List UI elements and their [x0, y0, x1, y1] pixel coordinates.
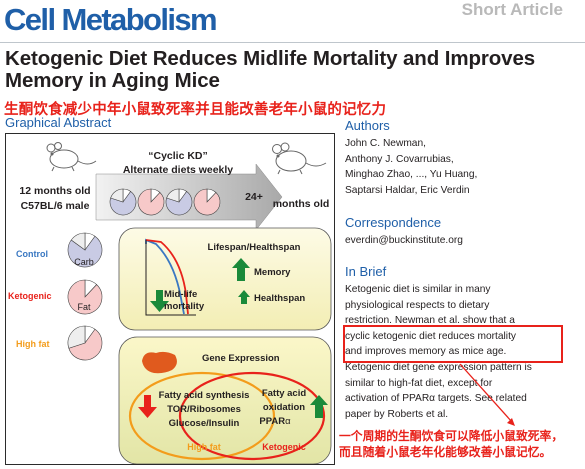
fatty-acid-oxidation-label-2: oxidation [263, 402, 305, 413]
memory-label: Memory [254, 267, 291, 278]
ketogenic-ellipse-label: Ketogenic [262, 442, 306, 452]
author-line: John C. Newman, [345, 138, 426, 149]
high-fat-overlap-ellipse [128, 371, 276, 461]
survival-curves [145, 238, 196, 316]
diet-pie-ketogenic [67, 279, 103, 315]
strain-label: C57BL/6 male [21, 200, 90, 212]
pie-slice [67, 279, 103, 315]
glucose-insulin-label: Glucose/Insulin [169, 418, 240, 429]
diet-pie-control [67, 232, 103, 268]
ppar-alpha-label: PPARα [259, 416, 291, 427]
header-divider [0, 42, 585, 43]
old-mouse-icon [272, 142, 327, 175]
pie-slice [165, 191, 193, 216]
in-brief-line: and improves memory as mice age. [345, 346, 507, 358]
cyclic-kd-label: “Cyclic KD” [148, 150, 208, 162]
in-brief-line: paper by Roberts et al. [345, 408, 449, 420]
cyclic-diet-pies [109, 188, 221, 216]
in-brief-line: Ketogenic diet gene expression pattern i… [345, 362, 532, 373]
pie-slice [166, 188, 180, 203]
cyclic-diet-pie [193, 188, 221, 216]
diet-label-control: Control [16, 249, 48, 259]
graphical-abstract-svg: “Cyclic KD” Alternate diets weekly 12 mo… [8, 142, 332, 464]
highlight-box [343, 325, 563, 363]
in-brief-heading: In Brief [345, 264, 387, 279]
author-line: Minghao Zhao, ..., Yu Huang, [345, 169, 478, 180]
chinese-note-annotation: 一个周期的生酮饮食可以降低小鼠致死率， 而且随着小鼠老年化能够改善小鼠记忆。 [339, 428, 563, 460]
diet-label-high-fat: High fat [16, 339, 50, 349]
chinese-note-line-2: 而且随着小鼠老年化能够改善小鼠记忆。 [339, 445, 552, 459]
author-line: Saptarsi Haldar, Eric Verdin [345, 184, 470, 196]
mortality-down-arrow-icon [150, 290, 169, 312]
memory-up-arrow-icon [232, 258, 250, 281]
in-brief-line: cyclic ketogenic diet reduces mortality [345, 330, 516, 342]
diet-pie-high-fat [67, 325, 103, 361]
pie-slice [70, 232, 86, 251]
liver-icon [142, 351, 177, 374]
ketogenic-overlap-ellipse [178, 371, 326, 461]
pie-slice [137, 188, 165, 216]
chinese-note-line-1: 一个周期的生酮饮食可以降低小鼠致死率， [339, 429, 564, 443]
in-brief-line: activation of PPARα targets. See related [345, 393, 527, 405]
article-type-label: Short Article [461, 0, 563, 19]
pie-slice [67, 325, 86, 349]
high-fat-ellipse-label: High fat [187, 442, 221, 452]
graphical-abstract-label: Graphical Abstract [5, 115, 112, 130]
pie-slice [193, 188, 221, 216]
article-title: Ketogenic Diet Reduces Midlife Mortality… [5, 47, 536, 92]
mortality-label: mortality [164, 301, 205, 312]
gene-up-arrow-icon [310, 395, 328, 418]
pie-label-fat: Fat [77, 302, 91, 312]
cyclic-diet-pie [109, 188, 137, 216]
healthspan-label: Healthspan [254, 293, 305, 304]
chinese-title-annotation: 生酮饮食减少中年小鼠致死率并且能改善老年小鼠的记忆力 [4, 102, 387, 118]
end-age-number: 24+ [245, 191, 263, 203]
in-brief-line: restriction. Newman et al. show that a [345, 315, 515, 327]
end-age-text: months old [273, 198, 330, 210]
cyclic-diet-pie [165, 188, 193, 216]
lifespan-title: Lifespan/Healthspan [208, 242, 301, 253]
mid-life-label: Mid-life [164, 289, 197, 300]
start-age-label: 12 months old [19, 185, 90, 197]
in-brief-line: physiological respects to dietary [345, 299, 490, 311]
author-line: Anthony J. Covarrubias, [345, 153, 454, 165]
annotation-arrowhead-icon [507, 418, 515, 426]
tor-ribosomes-label: TOR/Ribosomes [167, 404, 241, 415]
fatty-acid-synthesis-label: Fatty acid synthesis [159, 390, 250, 401]
gene-down-arrow-icon [138, 395, 157, 418]
in-brief-line: similar to high-fat diet, except for [345, 377, 493, 389]
young-mouse-icon [46, 142, 97, 172]
pie-slice [68, 328, 103, 361]
correspondence-heading: Correspondence [345, 215, 442, 230]
diet-composition-pies [67, 232, 103, 361]
pie-slice [109, 191, 137, 216]
graphical-abstract-figure: “Cyclic KD” Alternate diets weekly 12 mo… [5, 133, 335, 465]
ppar-alpha-symbol: α [285, 416, 291, 427]
in-brief-line: Ketogenic diet is similar in many [345, 284, 491, 295]
ppar-text: PPAR [259, 416, 285, 427]
annotation-arrow-icon [459, 363, 513, 423]
pie-label-carb: Carb [74, 257, 94, 267]
alternate-diets-label: Alternate diets weekly [123, 164, 233, 176]
healthspan-up-arrow-icon [238, 290, 250, 304]
fatty-acid-oxidation-label-1: Fatty acid [262, 388, 307, 399]
authors-heading: Authors [345, 118, 390, 133]
gene-expression-title: Gene Expression [202, 353, 280, 364]
cyclic-diet-pie [137, 188, 165, 216]
journal-title: Cell Metabolism [4, 2, 218, 37]
pie-slice [110, 188, 124, 203]
diet-label-ketogenic: Ketogenic [8, 291, 52, 301]
correspondence-email-link[interactable]: everdin@buckinstitute.org [345, 235, 463, 246]
